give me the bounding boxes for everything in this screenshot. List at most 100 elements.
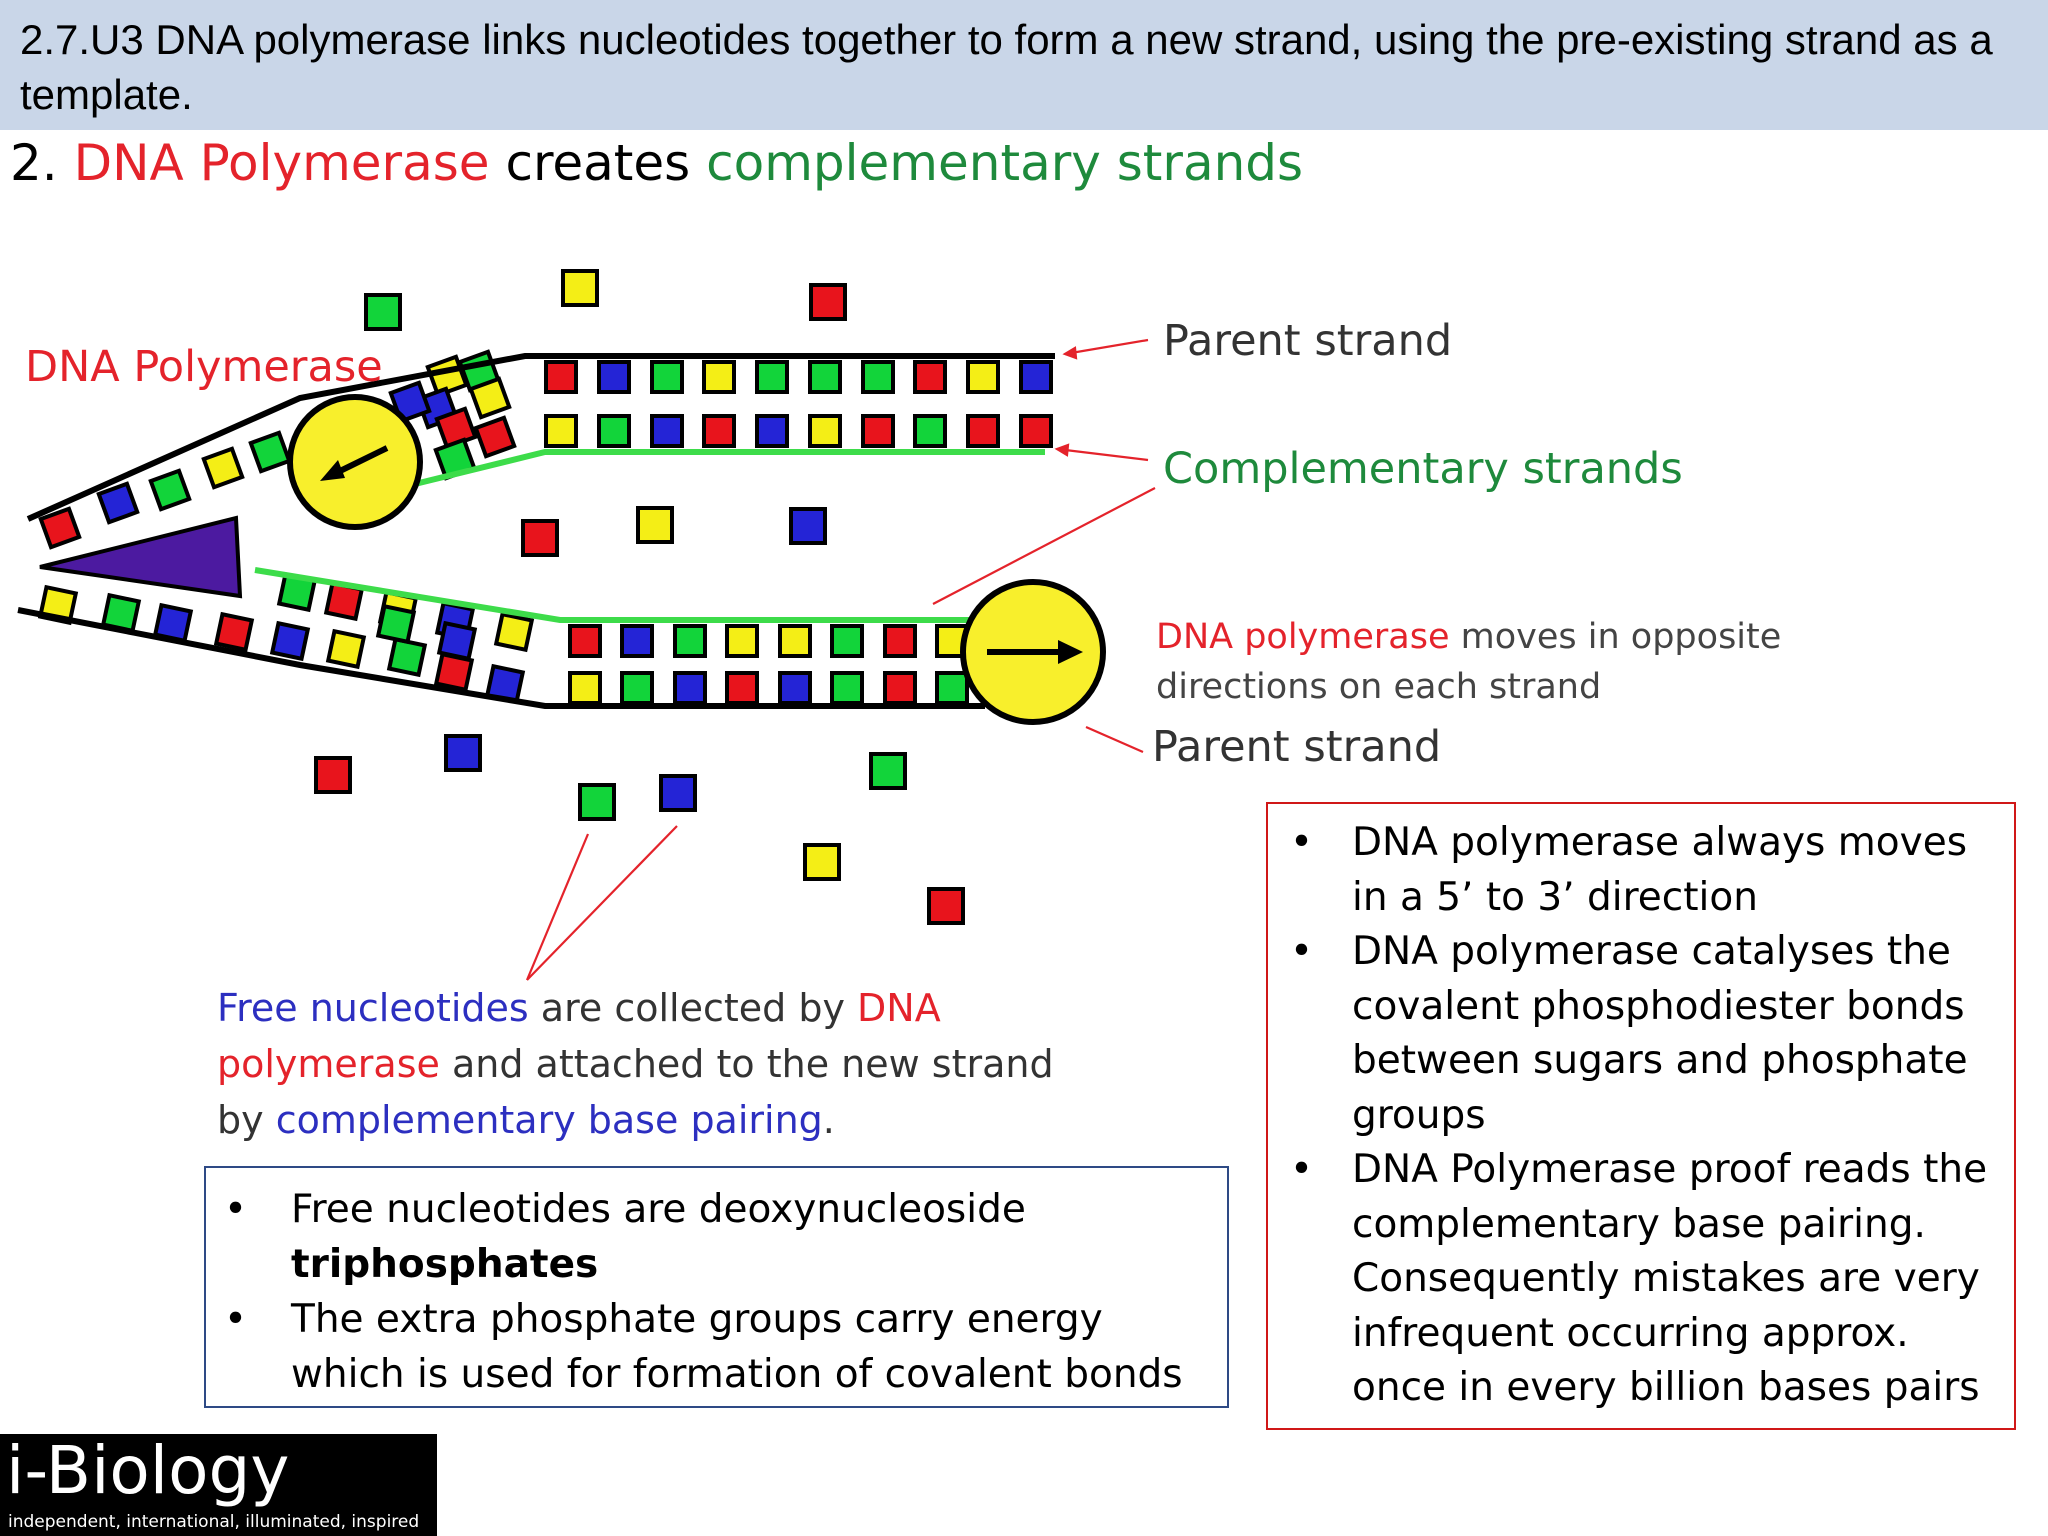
base-bottom-new bbox=[883, 624, 917, 658]
top-polymerase bbox=[287, 394, 423, 530]
base-bottom-new bbox=[725, 624, 759, 658]
base-top-single bbox=[148, 468, 192, 512]
label-moves-opposite: DNA polymerase moves in opposite directi… bbox=[1156, 612, 1781, 712]
pointer-lines bbox=[525, 338, 1156, 981]
info-item-triphosphates-bold: triphosphates bbox=[291, 1242, 599, 1287]
base-top-new bbox=[861, 414, 895, 448]
base-top-parent bbox=[755, 360, 789, 394]
base-top-new bbox=[597, 414, 631, 448]
top-parent-strand bbox=[26, 353, 1055, 522]
base-top-single bbox=[38, 506, 82, 550]
top-new-strand bbox=[414, 449, 1045, 487]
subtitle-number: 2. bbox=[10, 134, 58, 192]
pointer-nucleotide-a bbox=[525, 833, 590, 981]
base-top-parent bbox=[808, 360, 842, 394]
label-dna-polymerase: DNA Polymerase bbox=[25, 342, 383, 392]
moves-directions: directions on each strand bbox=[1156, 667, 1602, 707]
base-bottom-diagonal bbox=[375, 603, 417, 645]
free-nucleotides bbox=[314, 269, 965, 925]
base-top-single bbox=[201, 446, 245, 490]
caption-free-nucleotides: Free nucleotides bbox=[217, 986, 529, 1030]
free-nucleotide bbox=[803, 843, 841, 881]
logo-name: i-Biology bbox=[6, 1432, 290, 1509]
caption-complementary-base-pairing: complementary base pairing bbox=[275, 1098, 823, 1142]
free-nucleotide bbox=[444, 734, 482, 772]
subtitle-complementary-strands: complementary strands bbox=[706, 134, 1304, 192]
free-nucleotide bbox=[927, 887, 965, 925]
logo-tagline: independent, international, illuminated,… bbox=[8, 1512, 420, 1532]
moves-in-opposite: moves in opposite bbox=[1460, 617, 1782, 657]
base-top-parent bbox=[544, 360, 578, 394]
header-bar: 2.7.U3 DNA polymerase links nucleotides … bbox=[0, 0, 2048, 130]
base-top-new bbox=[544, 414, 578, 448]
base-bottom-parent bbox=[725, 671, 759, 705]
base-bottom-parent bbox=[883, 671, 917, 705]
free-nucleotide bbox=[364, 293, 402, 331]
base-top-parent bbox=[1019, 360, 1053, 394]
base-bottom-parent bbox=[778, 671, 812, 705]
base-top-parent bbox=[702, 360, 736, 394]
free-nucleotide bbox=[659, 774, 697, 812]
base-top-parent bbox=[650, 360, 684, 394]
base-bottom-diagonal bbox=[386, 636, 428, 678]
base-top-new bbox=[966, 414, 1000, 448]
free-nucleotide bbox=[561, 269, 599, 307]
fact-direction: DNA polymerase always moves in a 5’ to 3… bbox=[1268, 816, 2004, 925]
caption-period: . bbox=[822, 1098, 835, 1142]
base-top-parent bbox=[597, 360, 631, 394]
fact-proofreading: DNA Polymerase proof reads the complemen… bbox=[1268, 1143, 2004, 1416]
i-biology-logo: i-Biology independent, international, il… bbox=[0, 1434, 437, 1536]
bottom-polymerase bbox=[960, 579, 1106, 725]
slide-title: 2.7.U3 DNA polymerase links nucleotides … bbox=[20, 16, 1993, 118]
base-top-parent bbox=[966, 360, 1000, 394]
base-bottom-new bbox=[778, 624, 812, 658]
base-bottom-single bbox=[213, 611, 255, 653]
pointer-parent-bottom bbox=[1085, 725, 1144, 754]
moves-dna-polymerase: DNA polymerase bbox=[1156, 617, 1450, 657]
base-bottom-parent bbox=[830, 671, 864, 705]
base-top-new bbox=[702, 414, 736, 448]
subtitle-dna-polymerase: DNA Polymerase bbox=[73, 134, 490, 192]
pointer-parent-top bbox=[1064, 338, 1149, 356]
free-nucleotide bbox=[314, 756, 352, 794]
base-bottom-diagonal bbox=[436, 620, 478, 662]
subtitle-creates: creates bbox=[505, 134, 691, 192]
free-nucleotide bbox=[789, 507, 827, 545]
strand-layer bbox=[17, 353, 1055, 709]
base-bottom-diagonal bbox=[325, 628, 367, 670]
base-top-parent bbox=[861, 360, 895, 394]
label-parent-strand-bottom: Parent strand bbox=[1152, 722, 1442, 772]
polymerase-facts-box: DNA polymerase always moves in a 5’ to 3… bbox=[1266, 802, 2016, 1430]
helicase-wedge bbox=[39, 515, 243, 599]
caption-text-2: and attached to the new strand by bbox=[217, 1042, 1054, 1142]
free-nucleotide bbox=[636, 506, 674, 544]
base-top-parent bbox=[913, 360, 947, 394]
base-bottom-parent bbox=[935, 671, 969, 705]
base-top-new bbox=[1019, 414, 1053, 448]
base-bottom-single bbox=[269, 620, 311, 662]
free-nucleotide bbox=[521, 519, 559, 557]
base-bottom-new bbox=[620, 624, 654, 658]
pointer-complementary-top bbox=[1056, 447, 1149, 462]
slide-subtitle: 2. DNA Polymerase creates complementary … bbox=[10, 132, 1303, 194]
free-nucleotide bbox=[869, 752, 907, 790]
base-bottom-diagonal bbox=[493, 611, 535, 653]
base-top-new bbox=[650, 414, 684, 448]
pointer-parent-top-head bbox=[1062, 346, 1078, 360]
base-top-single bbox=[96, 481, 140, 525]
free-nucleotide bbox=[809, 283, 847, 321]
info-item-energy: The extra phosphate groups carry energy … bbox=[206, 1292, 1217, 1402]
base-top-diagonal bbox=[468, 376, 512, 420]
fact-phosphodiester: DNA polymerase catalyses the covalent ph… bbox=[1268, 925, 2004, 1143]
pointer-complementary-bottom bbox=[932, 487, 1156, 605]
free-nucleotide-caption: Free nucleotides are collected by DNA po… bbox=[217, 980, 1097, 1148]
base-layer bbox=[37, 349, 1053, 705]
base-bottom-parent bbox=[620, 671, 654, 705]
info-item-triphosphates: Free nucleotides are deoxynucleoside tri… bbox=[206, 1182, 1217, 1292]
label-complementary-strands: Complementary strands bbox=[1163, 444, 1683, 494]
base-bottom-parent bbox=[568, 671, 602, 705]
info-item-triphosphates-text: Free nucleotides are deoxynucleoside bbox=[291, 1187, 1026, 1232]
base-top-single bbox=[248, 430, 292, 474]
triphosphate-info-box: Free nucleotides are deoxynucleoside tri… bbox=[204, 1166, 1229, 1408]
